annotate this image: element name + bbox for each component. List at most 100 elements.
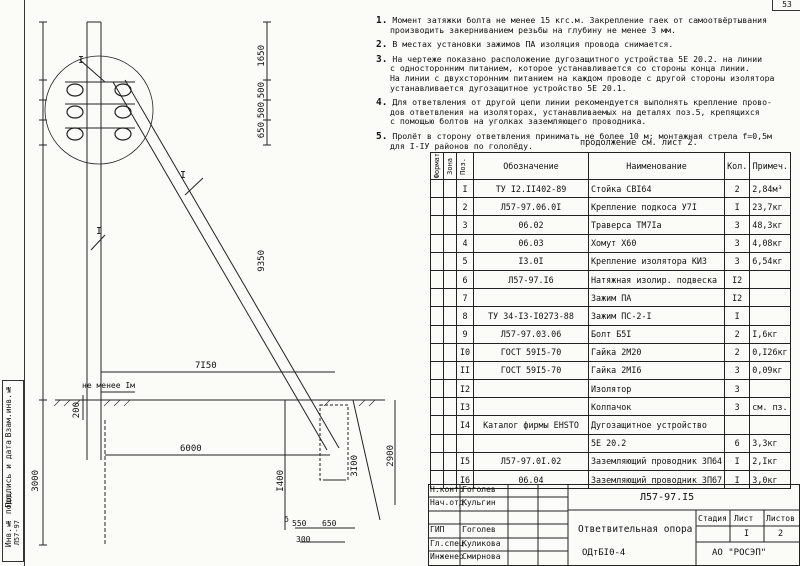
doc-subtitle: ОДтБI0-4	[582, 548, 626, 558]
note-line: В местах установки зажимов ПА изоляция п…	[392, 39, 674, 50]
cell-designation: 06.03	[473, 233, 589, 253]
cell-pos: I3	[456, 397, 474, 417]
cell-zone	[443, 197, 457, 217]
side-stamp-sign: Подпись и дата	[4, 440, 13, 508]
cell-designation: 06.02	[473, 215, 589, 235]
cell-name: Хомут Х60	[587, 233, 726, 253]
note-number: 2.	[376, 39, 388, 51]
dim-200: 200	[72, 402, 82, 419]
cell-format	[430, 433, 444, 453]
note-line: производить закерниванием резьбы на глуб…	[390, 24, 676, 35]
cell-zone	[443, 324, 457, 344]
cell-name: Дугозащитное устройство	[587, 415, 726, 435]
note-line: Для ответвления от другой цепи линии рек…	[392, 97, 772, 108]
note-1: 1. Момент затяжки болта не менее 15 кгс.…	[376, 15, 767, 35]
role-person: Смирнова	[462, 552, 501, 561]
cell-pos: I2	[456, 379, 474, 399]
cell-format	[430, 215, 444, 235]
cell-pos: 3	[456, 215, 474, 235]
table-header: Формат Зона Поз. Обозначение Наименовани…	[430, 152, 792, 180]
cell-note	[749, 379, 792, 399]
cell-note: 0,I26кг	[749, 342, 792, 362]
cell-pos: I	[456, 178, 474, 199]
role-label: ГИП	[430, 525, 445, 534]
cell-qty: 3	[724, 360, 751, 381]
header-qty: Кол.	[724, 152, 751, 180]
cell-name: Гайка 2МI6	[587, 360, 726, 381]
header-format: Формат	[433, 153, 441, 179]
cell-name: Крепление изолятора КИЗ	[587, 251, 726, 271]
cell-format	[430, 360, 444, 381]
cell-qty: 3	[724, 233, 751, 253]
pole-drawing	[39, 21, 396, 546]
cell-zone	[443, 342, 457, 362]
side-code: Л57-97	[13, 520, 21, 546]
cell-zone	[443, 415, 457, 435]
role-label: Гл.спец.	[430, 539, 469, 548]
dim-7150: 7I50	[195, 361, 217, 371]
cell-format	[430, 178, 444, 199]
cell-pos: I4	[456, 415, 474, 435]
dim-9350: 9350	[257, 250, 267, 272]
cell-designation: Л57-97.06.0I	[473, 197, 589, 217]
cell-zone	[443, 269, 457, 290]
cell-designation: ТУ I2.II402-89	[473, 178, 589, 199]
note-number: 3.	[376, 53, 388, 65]
cell-pos: I0	[456, 342, 474, 362]
dim-1400: I400	[276, 470, 286, 492]
cell-qty: I	[724, 197, 751, 217]
note-number: 4.	[376, 97, 388, 109]
cell-designation: I3.0I	[473, 251, 589, 271]
page-number: 53	[772, 0, 800, 11]
cell-qty: 3	[724, 397, 751, 417]
cell-qty: I2	[724, 269, 751, 290]
cell-designation: Л57-97.03.06	[473, 324, 589, 344]
cell-pos	[456, 433, 474, 453]
cell-zone	[443, 379, 457, 399]
cell-qty: 3	[724, 379, 751, 399]
cell-zone	[443, 433, 457, 453]
cell-zone	[443, 397, 457, 417]
cell-note: 48,3кг	[749, 215, 792, 235]
cell-note	[749, 288, 792, 308]
sheets-label: Листов	[766, 514, 795, 523]
frame-left	[24, 0, 25, 566]
cell-qty: I	[724, 306, 751, 326]
cell-name: Заземляющий проводник ЗП64	[587, 451, 726, 472]
dim-1m: не менее Iм	[82, 381, 135, 390]
cell-note: 6,54кг	[749, 251, 792, 271]
cell-name: Изолятор	[587, 379, 726, 399]
cell-note: 0,09кг	[749, 360, 792, 381]
cell-pos: 2	[456, 197, 474, 217]
cell-designation: Каталог фирмы ЕНSТО	[473, 415, 589, 435]
note-line: дов ответвления на изоляторах, устанавли…	[390, 106, 760, 117]
cell-zone	[443, 178, 457, 199]
cell-designation	[473, 433, 589, 453]
role-person: Гоголев	[462, 485, 496, 494]
cell-note: 23,7кг	[749, 197, 792, 217]
sheets-number: 2	[778, 529, 784, 539]
cell-qty: 2	[724, 342, 751, 362]
cell-format	[430, 197, 444, 217]
note-line: Пролёт в сторону ответвления принимать н…	[392, 131, 772, 141]
dim-3000: 3000	[31, 470, 41, 492]
cell-name: Траверса ТМ7Iа	[587, 215, 726, 235]
cell-note: 2,84м³	[749, 178, 792, 199]
org-name: АО "РОСЭП"	[712, 548, 767, 558]
doc-code: Л57-97.I5	[640, 492, 695, 503]
role-person: Кульгин	[462, 498, 496, 507]
header-note: Примеч.	[749, 152, 792, 180]
cell-name: Натяжная изолир. подвеска	[587, 269, 726, 290]
role-label: Нач.отд.	[430, 498, 469, 507]
cell-format	[430, 379, 444, 399]
cell-name: Болт Б5I	[587, 324, 726, 344]
